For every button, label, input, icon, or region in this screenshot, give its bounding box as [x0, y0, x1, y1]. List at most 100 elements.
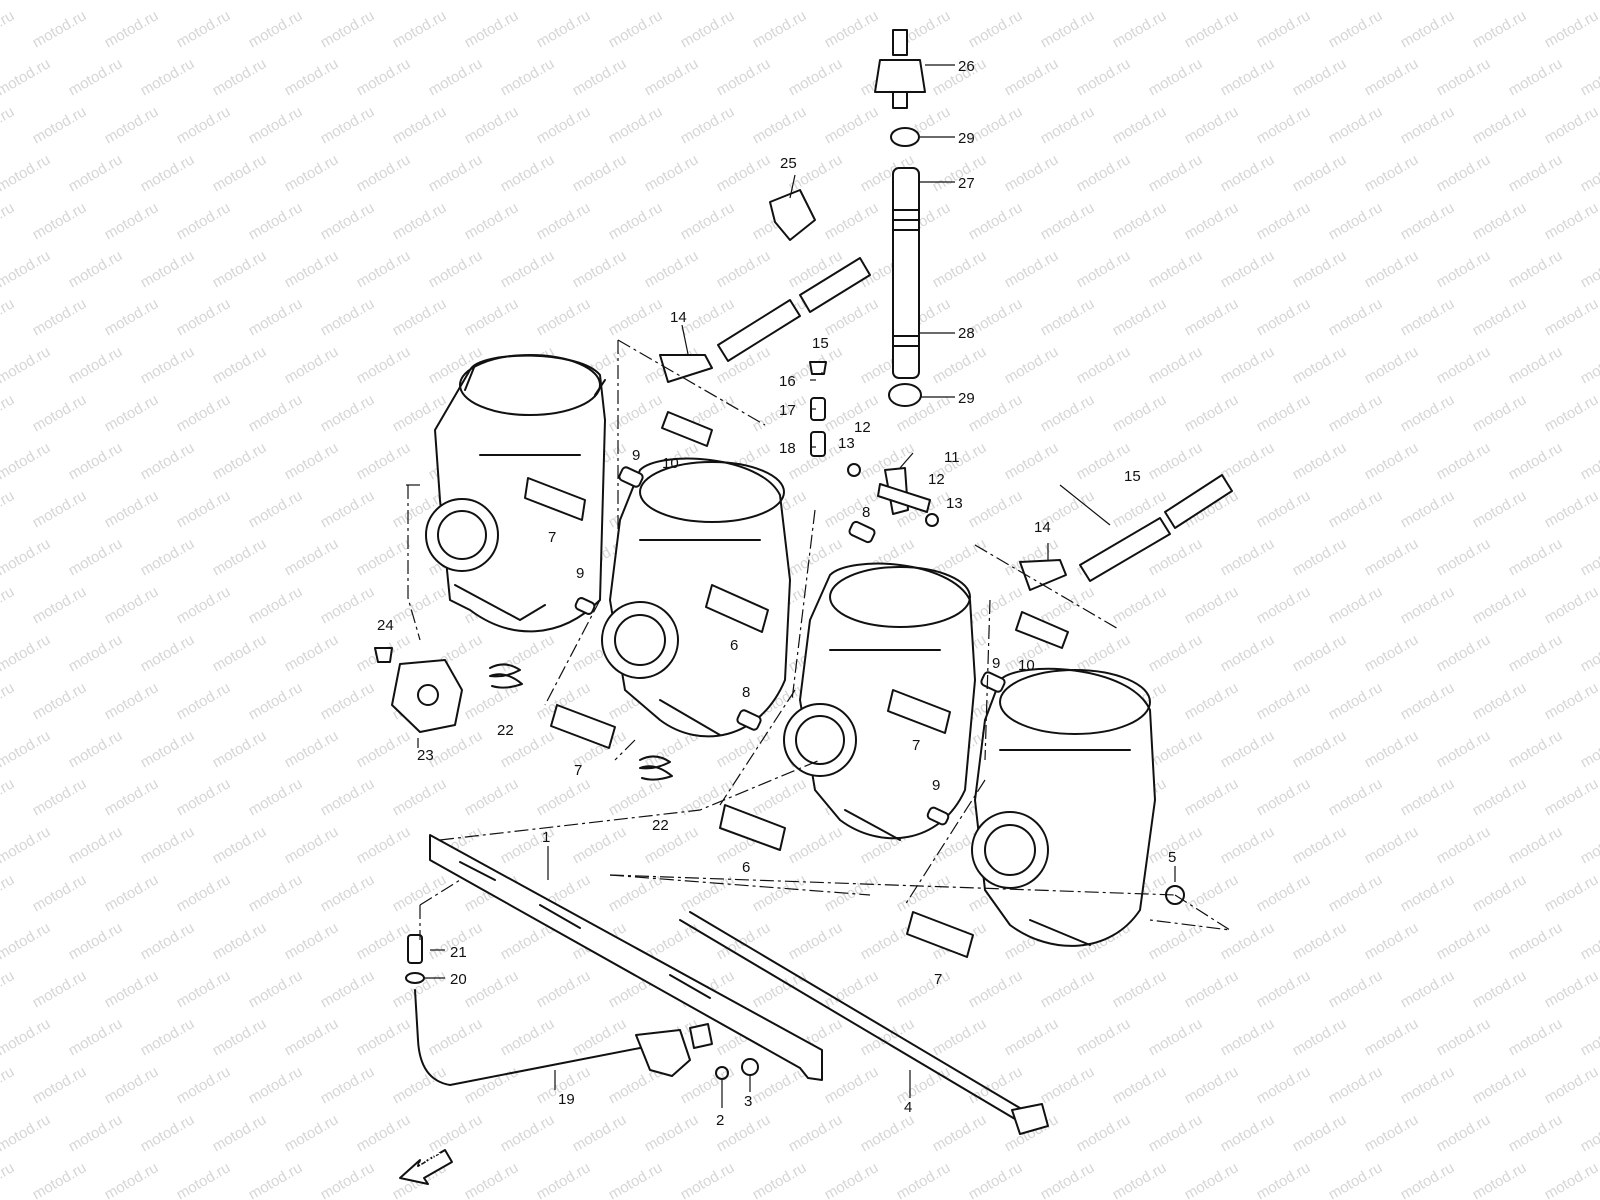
watermark-text: motod.ru	[426, 1015, 486, 1059]
watermark-text: motod.ru	[1218, 1015, 1278, 1059]
watermark-text: motod.ru	[1434, 1111, 1494, 1155]
watermark-text: motod.ru	[1218, 247, 1278, 291]
watermark-text: motod.ru	[1218, 823, 1278, 867]
watermark-text: motod.ru	[1542, 1063, 1600, 1107]
joint-pipes	[524, 477, 974, 958]
watermark-text: motod.ru	[606, 1159, 666, 1200]
callout-10b: 10	[1018, 657, 1035, 674]
watermark-text: motod.ru	[138, 823, 198, 867]
watermark-text: motod.ru	[210, 343, 270, 387]
watermark-text: motod.ru	[354, 727, 414, 771]
leader-lines	[417, 64, 1176, 1108]
watermark-text: motod.ru	[318, 391, 378, 435]
watermark-text: motod.ru	[1146, 55, 1206, 99]
watermark-text: motod.ru	[822, 7, 882, 51]
watermark-text: motod.ru	[1074, 55, 1134, 99]
watermark-text: motod.ru	[1326, 967, 1386, 1011]
watermark-text: motod.ru	[498, 1111, 558, 1155]
watermark-text: motod.ru	[102, 7, 162, 51]
watermark-text: motod.ru	[1254, 1063, 1314, 1107]
fuel-filter-assembly	[769, 29, 926, 407]
watermark-text: motod.ru	[1290, 823, 1350, 867]
watermark-text: motod.ru	[642, 151, 702, 195]
watermark-text: motod.ru	[282, 1015, 342, 1059]
watermark-text: motod.ru	[1578, 727, 1600, 771]
watermark-text: motod.ru	[1074, 631, 1134, 675]
watermark-text: motod.ru	[354, 919, 414, 963]
callout-7b: 7	[574, 762, 582, 779]
watermark-text: motod.ru	[1506, 151, 1566, 195]
watermark-text: motod.ru	[534, 1159, 594, 1200]
watermark-text: motod.ru	[1182, 679, 1242, 723]
watermark-text: motod.ru	[1506, 343, 1566, 387]
watermark-text: motod.ru	[966, 583, 1026, 627]
watermark-text: motod.ru	[318, 1063, 378, 1107]
watermark-text: motod.ru	[678, 7, 738, 51]
watermark-text: motod.ru	[1290, 247, 1350, 291]
watermark-text: motod.ru	[1146, 919, 1206, 963]
callout-11: 11	[944, 449, 960, 466]
watermark-text: motod.ru	[282, 823, 342, 867]
watermark-text: motod.ru	[1578, 535, 1600, 579]
watermark-text: motod.ru	[66, 439, 126, 483]
watermark-text: motod.ru	[1362, 727, 1422, 771]
watermark-text: motod.ru	[1398, 391, 1458, 435]
watermark-text: motod.ru	[0, 1111, 53, 1155]
watermark-text: motod.ru	[1398, 967, 1458, 1011]
watermark-text: motod.ru	[318, 7, 378, 51]
watermark-text: motod.ru	[966, 967, 1026, 1011]
watermark-text: motod.ru	[822, 103, 882, 147]
watermark-text: motod.ru	[1182, 1159, 1242, 1200]
callout-2: 2	[716, 1112, 724, 1129]
watermark-text: motod.ru	[1542, 583, 1600, 627]
watermark-text: motod.ru	[534, 967, 594, 1011]
watermark-text: motod.ru	[1074, 151, 1134, 195]
callout-1: 1	[542, 829, 550, 846]
callout-3: 3	[744, 1093, 752, 1110]
watermark-text: motod.ru	[462, 199, 522, 243]
watermark-text: motod.ru	[822, 391, 882, 435]
watermark-text: motod.ru	[498, 631, 558, 675]
watermark-text: motod.ru	[0, 439, 53, 483]
watermark-text: motod.ru	[138, 151, 198, 195]
watermark-text: motod.ru	[66, 1111, 126, 1155]
watermark-text: motod.ru	[210, 439, 270, 483]
watermark-text: motod.ru	[0, 583, 17, 627]
watermark-text: motod.ru	[966, 1063, 1026, 1107]
callout-25: 25	[780, 155, 797, 172]
watermark-text: motod.ru	[462, 7, 522, 51]
watermark-text: motod.ru	[1434, 919, 1494, 963]
watermark-text: motod.ru	[0, 343, 53, 387]
callout-24: 24	[377, 617, 394, 634]
watermark-text: motod.ru	[1290, 55, 1350, 99]
watermark-text: motod.ru	[1254, 1159, 1314, 1200]
watermark-text: motod.ru	[1074, 1015, 1134, 1059]
watermark-text: motod.ru	[318, 967, 378, 1011]
watermark-text: motod.ru	[1110, 199, 1170, 243]
watermark-text: motod.ru	[1110, 1159, 1170, 1200]
watermark-text: motod.ru	[0, 247, 53, 291]
watermark-text: motod.ru	[1182, 295, 1242, 339]
watermark-text: motod.ru	[678, 1159, 738, 1200]
watermark-text: motod.ru	[1254, 775, 1314, 819]
long-rod	[679, 885, 1185, 1135]
watermark-text: motod.ru	[1110, 583, 1170, 627]
watermark-text: motod.ru	[1506, 439, 1566, 483]
watermark-text: motod.ru	[1110, 103, 1170, 147]
watermark-text: motod.ru	[138, 631, 198, 675]
callout-13a: 13	[838, 435, 855, 452]
watermark-text: motod.ru	[1002, 439, 1062, 483]
throttle-position-sensor	[374, 647, 463, 733]
watermark-text: motod.ru	[462, 775, 522, 819]
watermark-text: motod.ru	[246, 487, 306, 531]
watermark-text: motod.ru	[1470, 391, 1530, 435]
watermark-text: motod.ru	[1110, 967, 1170, 1011]
watermark-text: motod.ru	[318, 199, 378, 243]
watermark-text: motod.ru	[0, 1063, 17, 1107]
watermark-text: motod.ru	[1290, 535, 1350, 579]
watermark-text: motod.ru	[30, 967, 90, 1011]
watermark-text: motod.ru	[1398, 1159, 1458, 1200]
watermark-text: motod.ru	[1326, 583, 1386, 627]
watermark-text: motod.ru	[30, 487, 90, 531]
watermark-text: motod.ru	[1074, 343, 1134, 387]
